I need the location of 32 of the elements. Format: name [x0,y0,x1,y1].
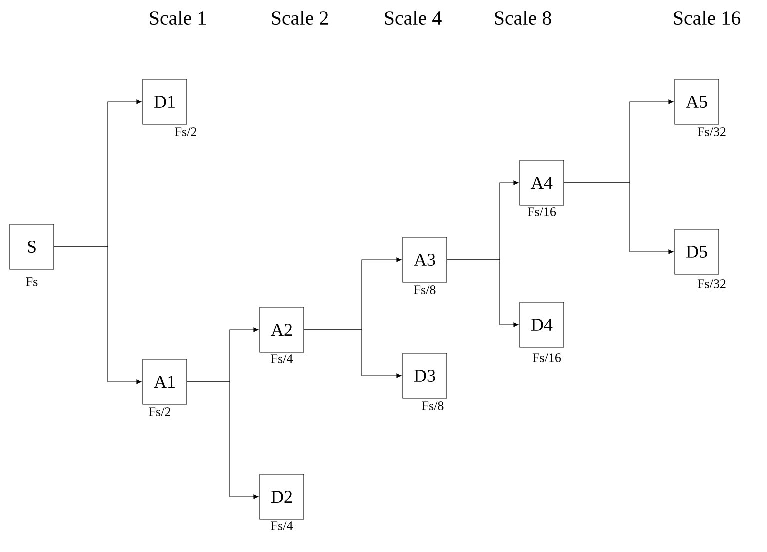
rate-label: Fs/32 [698,128,726,136]
process-box: S [10,224,54,270]
scale-label: Scale 2 [272,10,328,26]
rate-label: Fs/16 [532,354,562,362]
arrow [54,246,142,384]
process-box: A3 [402,237,448,283]
scale-label: Scale 4 [385,10,442,26]
rate-label: Fs/32 [698,280,726,288]
process-box: D5 [674,229,720,275]
process-box: A4 [520,160,564,206]
arrow [564,182,674,254]
rate-label: Fs [26,278,38,286]
rate-label: Fs/8 [422,402,444,410]
process-box: D2 [260,474,304,520]
rate-label: Fs/4 [271,354,293,364]
process-box: A5 [674,79,720,125]
process-box: A1 [142,359,188,405]
arrow [447,260,519,328]
rate-label: Fs/4 [271,522,293,530]
process-box: A2 [260,307,304,353]
scale-label: Scale 8 [495,10,552,26]
rate-label: Fs/2 [175,128,196,136]
rate-label: Fs/8 [414,286,436,294]
rate-label: Fs/16 [528,208,556,216]
rate-label: Fs/2 [149,408,170,416]
scale-label: Scale 1 [150,10,206,26]
process-box: D1 [142,79,188,125]
process-box: D3 [402,353,448,399]
scale-label: Scale 16 [674,10,741,26]
process-box: D4 [520,302,564,348]
arrow [187,382,259,500]
arrow [304,330,402,378]
